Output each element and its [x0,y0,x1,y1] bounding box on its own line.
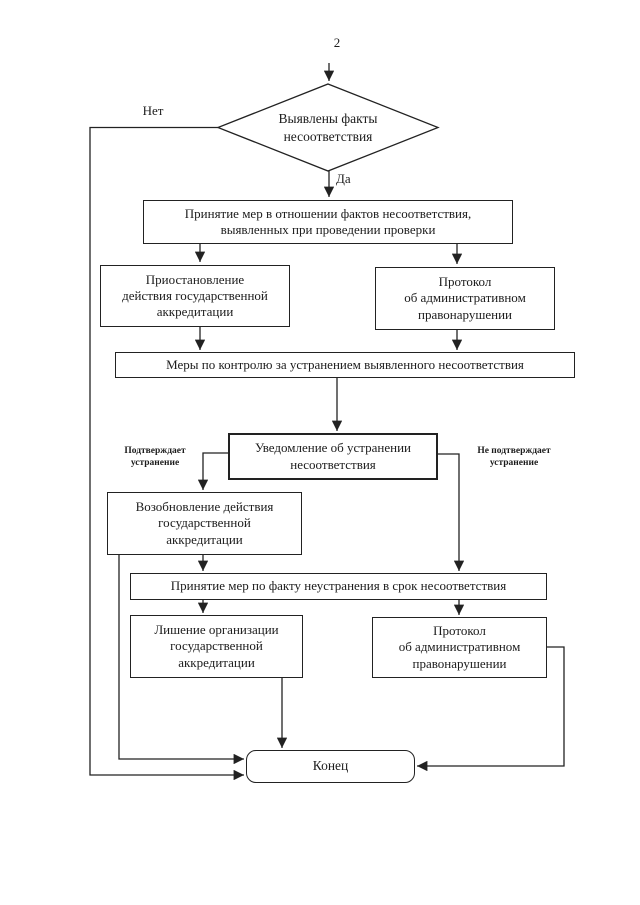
label-not-confirms-elimination: Не подтверждает устранение [477,446,551,469]
node-control-measures: Меры по контролю за устранением выявленн… [115,352,575,378]
decision-nonconformity-found: Выявлены факты несоответствия [278,110,378,144]
label-yes: Да [336,171,351,186]
node-elimination-notice: Уведомление об устранении несоответствия [228,433,438,480]
node-suspension-accreditation: Приостановление действия государственной… [100,265,290,327]
label-confirms-elimination: Подтверждает устранение [124,446,186,469]
label-no: Нет [142,103,164,118]
node-deprivation-accreditation: Лишение организации государственной аккр… [130,615,303,678]
node-end: Конец [246,750,415,783]
node-resumption-accreditation: Возобновление действия государственной а… [107,492,302,555]
node-protocol-administrative-1: Протокол об административном правонаруше… [375,267,555,330]
edge-confirms-to-resumption [197,452,228,490]
node-measures-non-elimination: Принятие мер по факту неустранения в сро… [130,573,547,600]
edge-notconfirms-to-nonelimination [438,453,465,571]
node-protocol-administrative-2: Протокол об административном правонаруше… [372,617,547,678]
node-taking-measures: Принятие мер в отношении фактов несоотве… [143,200,513,244]
page-number: 2 [333,35,341,50]
